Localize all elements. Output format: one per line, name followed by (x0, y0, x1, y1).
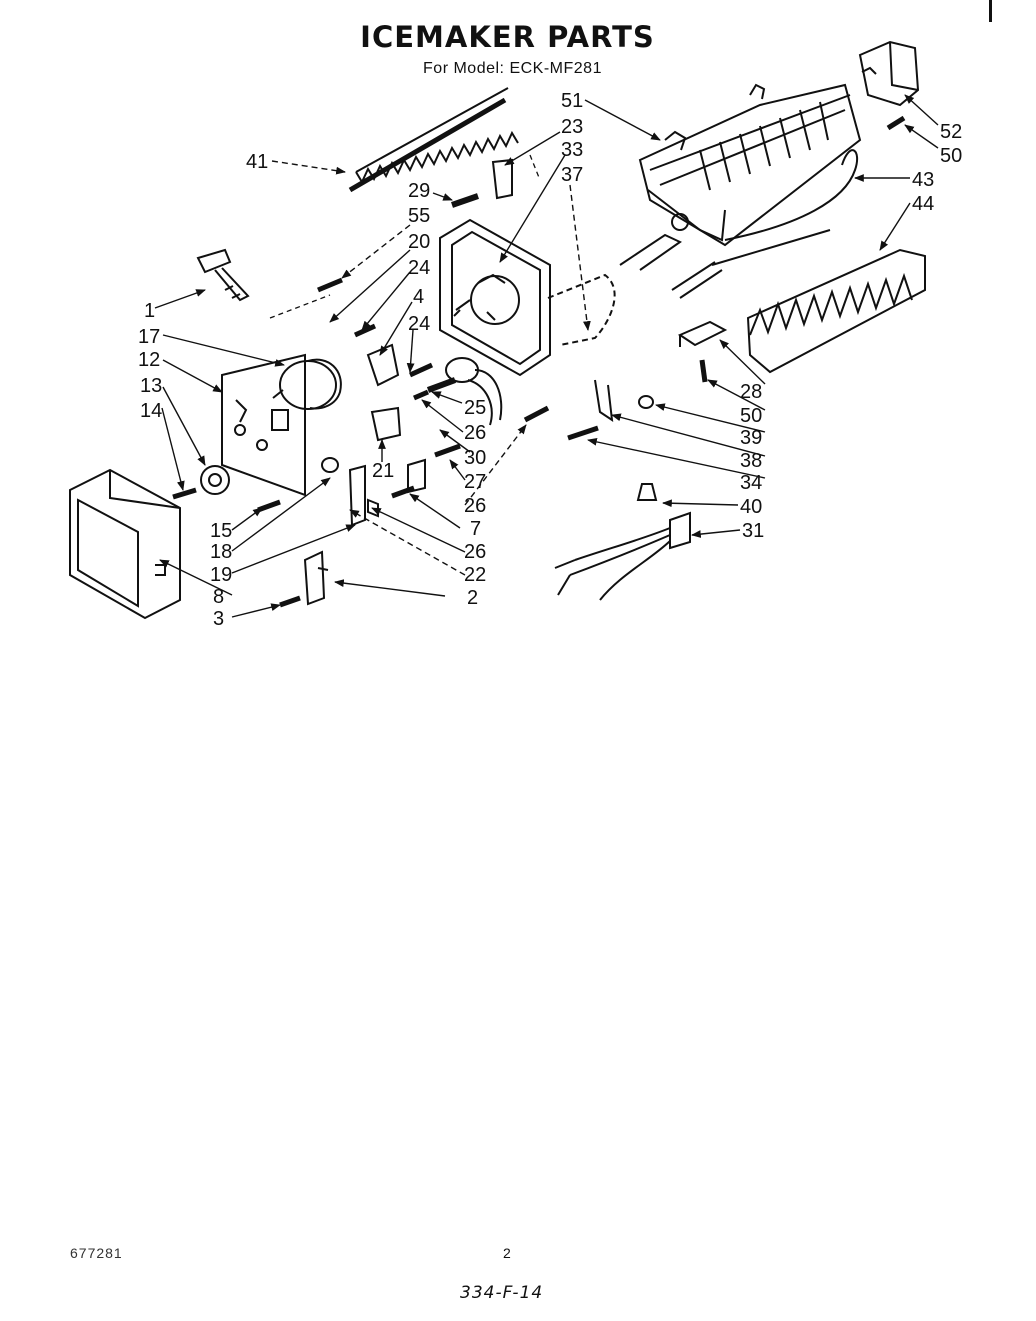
footer-handwritten-code: 334-F-14 (460, 1283, 544, 1303)
footer-model-code: 677281 (70, 1245, 123, 1261)
callout-13: 13 (140, 375, 162, 397)
callout-3: 3 (213, 608, 224, 630)
bracket-28 (677, 320, 728, 347)
fill-line-37 (547, 273, 616, 346)
wire-nut-40 (636, 483, 658, 501)
screw-50-mid (699, 359, 708, 383)
callout-12: 12 (138, 349, 160, 371)
callout-39: 39 (740, 427, 762, 449)
shutoff-arm-part (348, 87, 519, 193)
switch-23 (491, 158, 513, 200)
callout-23: 23 (561, 116, 583, 138)
wiring-harness-part (554, 511, 691, 601)
callout-17: 17 (138, 326, 160, 348)
screw-3 (279, 595, 301, 608)
callout-4: 4 (413, 286, 424, 308)
thermostat-probe (671, 229, 831, 299)
bracket-19 (348, 464, 366, 527)
mounting-plate-12 (221, 353, 306, 497)
ice-mold-part (638, 83, 862, 247)
callout-24-upper: 24 (408, 257, 430, 279)
callout-27: 27 (464, 471, 486, 493)
screw-24 (408, 362, 434, 378)
front-cover-8 (69, 468, 181, 620)
screw-26c (391, 485, 415, 499)
callout-24-lower: 24 (408, 313, 430, 335)
screw-29 (451, 193, 479, 208)
screw-26a (413, 389, 429, 401)
callout-38: 38 (740, 450, 762, 472)
callout-41: 41 (246, 151, 268, 173)
thermostat-body (370, 406, 402, 442)
callout-20: 20 (408, 231, 430, 253)
callout-18: 18 (210, 541, 232, 563)
callout-33: 33 (561, 139, 583, 161)
callout-52: 52 (940, 121, 962, 143)
corner-rule (989, 0, 992, 22)
callout-14: 14 (140, 400, 162, 422)
callout-labels: 51 23 33 37 41 29 55 20 24 4 24 1 17 12 … (138, 90, 962, 630)
callout-19: 19 (210, 564, 232, 586)
screw-27 (434, 443, 461, 458)
callout-51: 51 (561, 90, 583, 112)
callout-26-b: 26 (464, 495, 486, 517)
callout-26-a: 26 (464, 422, 486, 444)
stripper-part (746, 248, 926, 374)
spacer-25 (426, 377, 457, 393)
fill-cup-terminal (619, 233, 682, 271)
callout-29: 29 (408, 180, 430, 202)
mounting-bracket-part (858, 40, 920, 107)
screw-50-top (886, 115, 906, 131)
callout-21: 21 (372, 460, 394, 482)
screw-55 (317, 277, 343, 293)
callout-7: 7 (470, 518, 481, 540)
callout-15: 15 (210, 520, 232, 542)
callout-40: 40 (740, 496, 762, 518)
callout-30: 30 (464, 447, 486, 469)
callout-8: 8 (213, 586, 224, 608)
screw-34 (567, 425, 599, 441)
screw-26b (523, 405, 550, 423)
page-title: ICEMAKER PARTS (360, 20, 655, 54)
callout-26-c: 26 (464, 541, 486, 563)
callout-34: 34 (740, 472, 762, 494)
callout-25: 25 (464, 397, 486, 419)
nut-38 (638, 395, 654, 409)
lever-39 (594, 379, 614, 423)
thermostat-30 (445, 357, 503, 426)
callout-37: 37 (561, 164, 583, 186)
cam-21 (321, 457, 339, 473)
callout-31: 31 (742, 520, 764, 542)
callout-55: 55 (408, 205, 430, 227)
callout-50-lower: 50 (740, 405, 762, 427)
screw-14 (172, 487, 197, 500)
callout-44: 44 (912, 193, 934, 215)
callout-22: 22 (464, 564, 486, 586)
callout-2: 2 (467, 587, 478, 609)
spring-22 (367, 498, 379, 518)
cam-gear-13 (200, 465, 230, 495)
callout-28: 28 (740, 381, 762, 403)
motor-housing-part (439, 218, 551, 377)
part-drawings (69, 40, 926, 620)
switch-2 (303, 550, 329, 606)
callout-43: 43 (912, 169, 934, 191)
footer-page-number: 2 (503, 1245, 511, 1261)
motor-17 (272, 358, 342, 410)
callout-50-upper: 50 (940, 145, 962, 167)
model-subtitle: For Model: ECK-MF281 (423, 60, 602, 77)
heater-part (724, 149, 859, 241)
valve-1 (196, 248, 250, 302)
switch-7 (407, 458, 426, 494)
callout-1: 1 (144, 300, 155, 322)
leader-arrows (154, 94, 939, 618)
